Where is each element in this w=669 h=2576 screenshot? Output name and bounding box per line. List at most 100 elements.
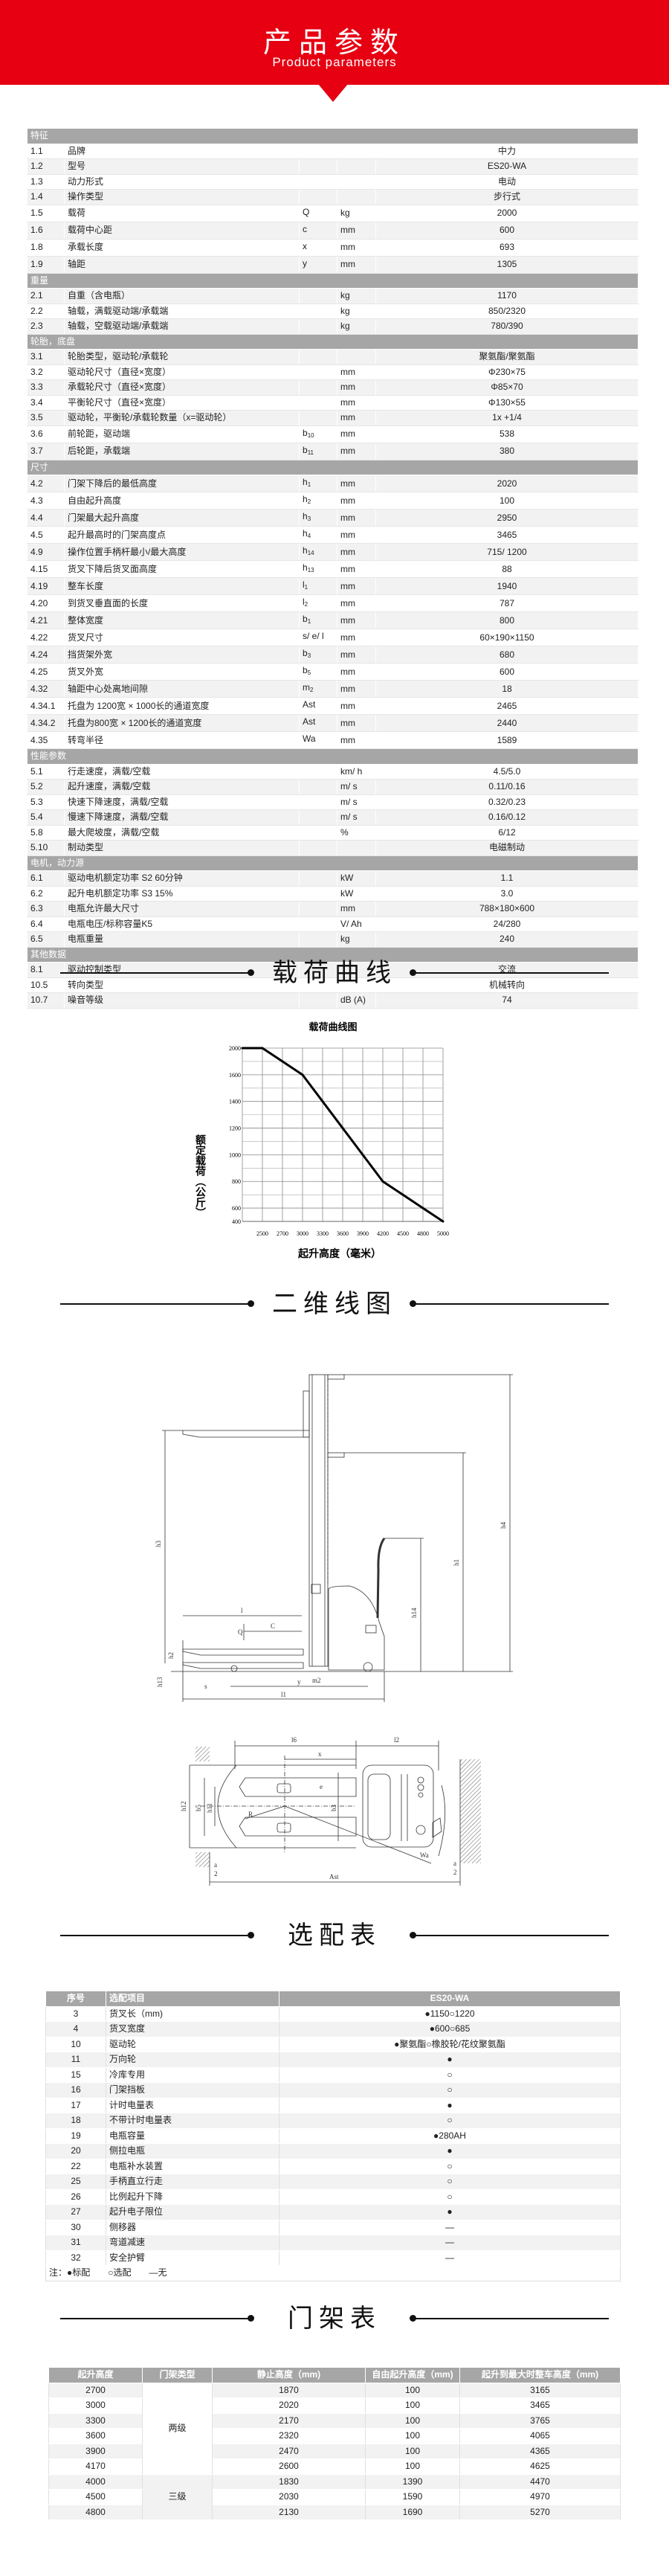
option-no: 4: [45, 2021, 106, 2037]
label-y: y: [297, 1678, 301, 1686]
option-no: 32: [45, 2249, 106, 2266]
label-b5: b5: [195, 1805, 202, 1812]
spec-no: 5.1: [27, 763, 65, 780]
spec-name: 驱动电机额定功率 S2 60分钟: [64, 870, 300, 887]
spec-unit: [337, 962, 376, 978]
spec-value: 2020: [375, 475, 639, 492]
x-tick-label: 3600: [337, 1230, 349, 1237]
y-tick-label: 800: [232, 1178, 241, 1185]
spec-name: 型号: [64, 158, 300, 175]
col-header: 静止高度（mm): [212, 2367, 366, 2383]
spec-no: 4.21: [27, 611, 65, 629]
spec-symbol: y: [299, 255, 337, 274]
col-header: 起升到最大时整车高度（mm): [459, 2367, 621, 2383]
spec-name: 自由起升高度: [64, 492, 300, 510]
spec-value: 4.5/5.0: [375, 763, 639, 780]
spec-name: 最大爬坡度，满载/空载: [64, 824, 300, 841]
label-h2: h2: [167, 1652, 175, 1659]
spec-unit: kW: [337, 885, 376, 902]
spec-symbol: [299, 288, 337, 304]
spec-symbol: h1: [299, 475, 337, 492]
spec-symbol: [299, 364, 337, 380]
spec-symbol: [299, 794, 337, 810]
option-value: ●: [279, 2204, 621, 2220]
option-item: 侧拉电瓶: [106, 2143, 279, 2159]
label-h12: h12: [180, 1802, 187, 1812]
divider-line: [413, 2318, 609, 2319]
symbol-base: b: [303, 614, 308, 624]
spec-symbol: h3: [299, 509, 337, 527]
section-title-text: 选配表: [288, 1921, 381, 1950]
divider-dot: [410, 2315, 416, 2322]
y-tick-label: 400: [232, 1218, 241, 1225]
max-height: 4625: [459, 2458, 621, 2475]
spec-name: 噪音等级: [64, 992, 300, 1009]
spec-no: 3.7: [27, 442, 65, 460]
spec-symbol: [299, 916, 337, 932]
spec-unit: mm: [337, 611, 376, 629]
section-title-load-curve: 载荷曲线: [0, 958, 669, 988]
spec-name: 轴载，满载驱动端/承载端: [64, 303, 300, 319]
spec-value: 电磁制动: [375, 840, 639, 856]
symbol-base: h: [303, 528, 308, 539]
spec-value: 693: [375, 238, 639, 257]
label-s: s: [204, 1683, 207, 1690]
divider-dot: [410, 1300, 416, 1307]
spec-unit: mm: [337, 629, 376, 646]
spec-value: 60×190×1150: [375, 629, 639, 646]
spec-value: 1170: [375, 288, 639, 304]
spec-no: 1.4: [27, 189, 65, 205]
option-value: ●: [279, 2052, 621, 2068]
spec-no: 5.4: [27, 809, 65, 826]
symbol-subscript: 3: [307, 515, 311, 522]
symbol-subscript: 2: [310, 687, 314, 693]
spec-name: 行走速度，满载/空载: [64, 763, 300, 780]
label-c: C: [271, 1622, 275, 1630]
spec-unit: mm: [337, 663, 376, 681]
static-height: 2030: [212, 2489, 366, 2505]
side-view: [162, 1374, 513, 1702]
option-value: ○: [279, 2066, 621, 2083]
data-point: [341, 1127, 344, 1130]
spec-value: 交流: [375, 962, 639, 978]
spec-name: 货叉下降后货叉面高度: [64, 560, 300, 578]
spec-symbol: b3: [299, 646, 337, 664]
spec-no: 4.19: [27, 577, 65, 595]
option-item: 不带计时电量表: [106, 2113, 279, 2129]
section-title-drawing: 二维线图: [0, 1289, 669, 1319]
spec-symbol: Q: [299, 204, 337, 222]
spec-name: 操作位置手柄杆最小/最大高度: [64, 543, 300, 561]
divider-line: [60, 972, 251, 974]
spec-symbol: [299, 763, 337, 780]
option-no: 10: [45, 2036, 106, 2052]
symbol-subscript: 10: [307, 431, 314, 439]
spec-name: 整车长度: [64, 577, 300, 595]
option-item: 货叉长（mm): [106, 2005, 279, 2022]
divider-line: [413, 972, 609, 974]
spec-symbol: [299, 143, 337, 159]
option-item: 驱动轮: [106, 2036, 279, 2052]
spec-unit: mm: [337, 577, 376, 595]
spec-symbol: l2: [299, 594, 337, 612]
label-a-right: a: [453, 1860, 456, 1867]
spec-name: 电瓶重量: [64, 931, 300, 948]
spec-no: 3.1: [27, 349, 65, 365]
spec-symbol: h4: [299, 526, 337, 544]
spec-name: 慢速下降速度，满载/空载: [64, 809, 300, 826]
spec-value: 1x +1/4: [375, 410, 639, 426]
spec-value: 715/ 1200: [375, 543, 639, 561]
x-tick-label: 4800: [417, 1230, 429, 1237]
banner-pointer: [318, 84, 348, 102]
spec-unit: mm: [337, 442, 376, 460]
symbol-base: c: [303, 223, 307, 234]
spec-unit: [337, 143, 376, 159]
